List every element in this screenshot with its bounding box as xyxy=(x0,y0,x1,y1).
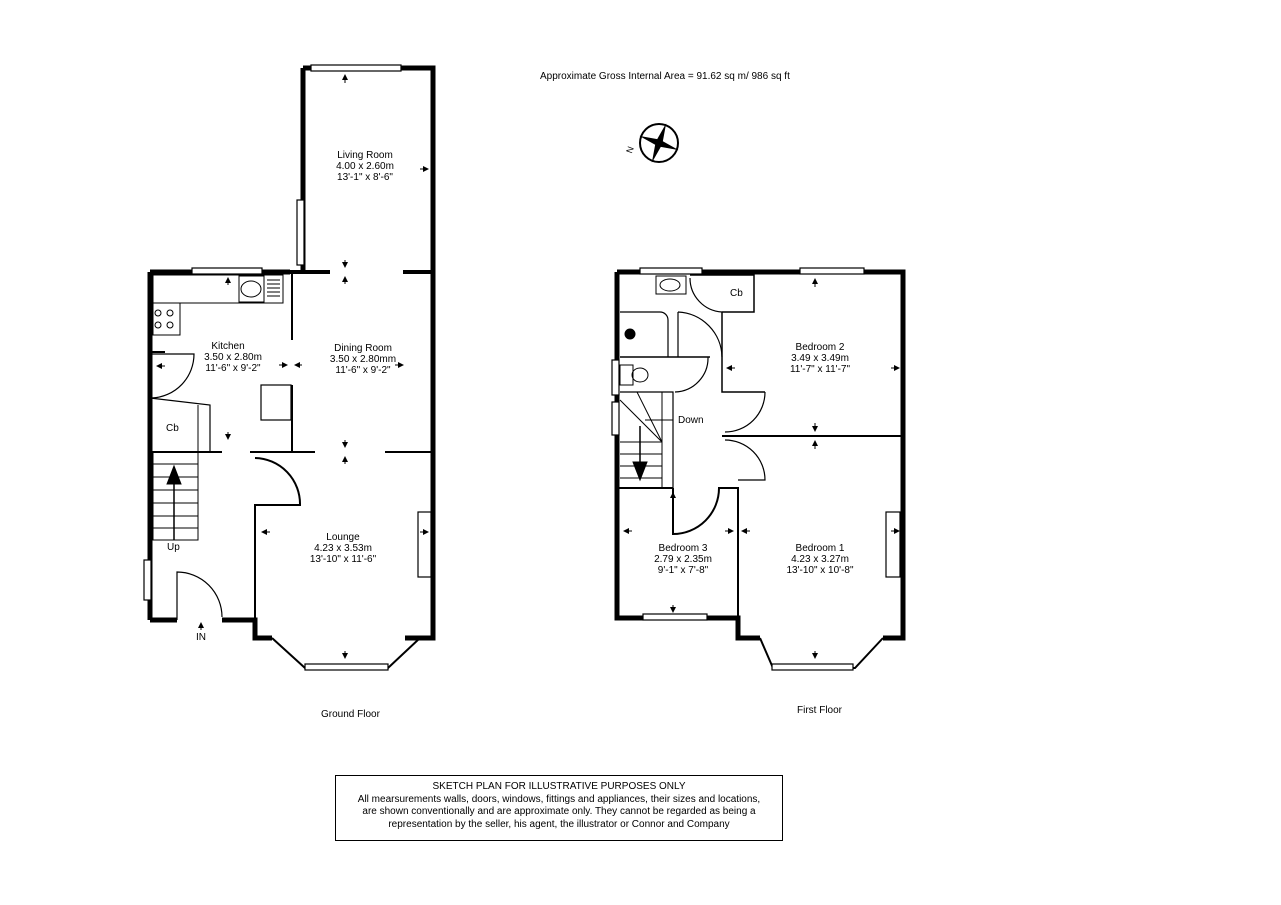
compass-rose-icon: N xyxy=(624,123,679,163)
room-name: Bedroom 3 xyxy=(658,543,708,554)
room-metric: 2.79 x 2.35m xyxy=(654,554,712,565)
room-metric: 4.23 x 3.27m xyxy=(791,554,849,565)
room-name: Living Room xyxy=(337,150,393,161)
room-dining-room: Dining Room 3.50 x 2.80mm 11'-6" x 9'-2" xyxy=(330,343,396,376)
room-name: Kitchen xyxy=(211,341,245,352)
room-imperial: 13'-10" x 11'-6" xyxy=(309,554,377,565)
ground-floor-plan xyxy=(143,64,436,671)
gross-internal-area: Approximate Gross Internal Area = 91.62 … xyxy=(540,71,790,82)
room-bedroom-1: Bedroom 1 4.23 x 3.27m 13'-10" x 10'-8" xyxy=(786,543,853,576)
ground-cupboard-label: Cb xyxy=(166,423,179,434)
stairs-up-label: Up xyxy=(167,542,180,553)
first-cupboard-label: Cb xyxy=(730,288,743,299)
room-imperial: 13'-1" x 8'-6" xyxy=(337,172,393,183)
room-name: Lounge xyxy=(326,532,360,543)
ground-floor-label: Ground Floor xyxy=(321,709,380,720)
room-metric: 3.49 x 3.49m xyxy=(791,353,849,364)
room-metric: 4.00 x 2.60m xyxy=(336,161,394,172)
room-imperial: 11'-6" x 9'-2" xyxy=(205,363,261,374)
room-living-room: Living Room 4.00 x 2.60m 13'-1" x 8'-6" xyxy=(336,150,394,183)
stairs-down-label: Down xyxy=(678,415,704,426)
room-metric: 4.23 x 3.53m xyxy=(314,543,372,554)
room-bedroom-3: Bedroom 3 2.79 x 2.35m 9'-1" x 7'-8" xyxy=(654,543,712,576)
entrance-label: IN xyxy=(196,632,206,643)
room-metric: 3.50 x 2.80m xyxy=(204,352,262,363)
room-imperial: 11'-6" x 9'-2" xyxy=(335,365,391,376)
room-metric: 3.50 x 2.80mm xyxy=(329,354,397,365)
room-name: Dining Room xyxy=(334,343,392,354)
room-name: Bedroom 1 xyxy=(795,543,845,554)
room-imperial: 9'-1" x 7'-8" xyxy=(657,565,709,576)
first-floor-label: First Floor xyxy=(797,705,842,716)
room-imperial: 13'-10" x 10'-8" xyxy=(786,565,854,576)
disclaimer-line-2: are shown conventionally and are approxi… xyxy=(362,806,756,817)
room-kitchen: Kitchen 3.50 x 2.80m 11'-6" x 9'-2" xyxy=(204,341,262,374)
disclaimer-box: SKETCH PLAN FOR ILLUSTRATIVE PURPOSES ON… xyxy=(335,775,783,841)
north-label: N xyxy=(624,145,636,155)
disclaimer-line-3: representation by the seller, his agent,… xyxy=(388,818,730,830)
room-name: Bedroom 2 xyxy=(795,342,845,353)
disclaimer-title: SKETCH PLAN FOR ILLUSTRATIVE PURPOSES ON… xyxy=(432,781,686,792)
room-imperial: 11'-7" x 11'-7" xyxy=(789,364,851,375)
first-floor-plan xyxy=(611,267,906,671)
room-bedroom-2: Bedroom 2 3.49 x 3.49m 11'-7" x 11'-7" xyxy=(790,342,850,375)
disclaimer-line-1: All mearsurements walls, doors, windows,… xyxy=(357,793,761,805)
room-lounge: Lounge 4.23 x 3.53m 13'-10" x 11'-6" xyxy=(310,532,376,565)
